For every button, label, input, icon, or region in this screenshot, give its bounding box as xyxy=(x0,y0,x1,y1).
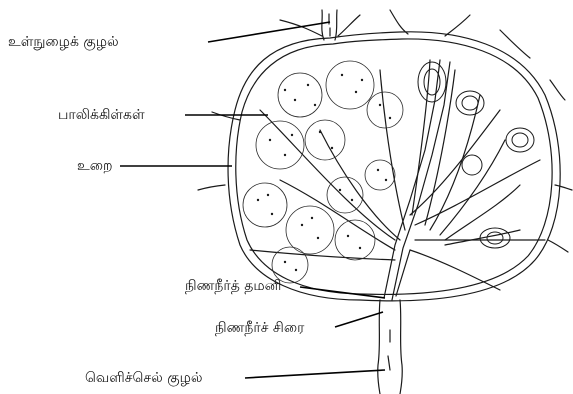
leader-artery xyxy=(300,287,385,298)
label-lymph-artery: நிணநீர்த் தமனி xyxy=(185,278,281,294)
label-efferent-vessel: வெளிச்செல் குழல் xyxy=(85,370,203,386)
label-lobules: பாலிக்கிள்கள் xyxy=(58,107,145,123)
leader-efferent xyxy=(245,370,385,378)
label-capsule: உறை xyxy=(77,158,112,174)
lobules-cluster xyxy=(243,61,403,283)
label-afferent-vessel: உள்நுழைக் குழல் xyxy=(8,34,119,50)
artery-vessel xyxy=(384,60,440,298)
follicle-dots xyxy=(257,74,391,271)
leader-vein xyxy=(335,312,383,327)
label-lymph-vein: நிணநீர்ச் சிரை xyxy=(215,320,304,336)
leader-afferent xyxy=(208,22,330,42)
